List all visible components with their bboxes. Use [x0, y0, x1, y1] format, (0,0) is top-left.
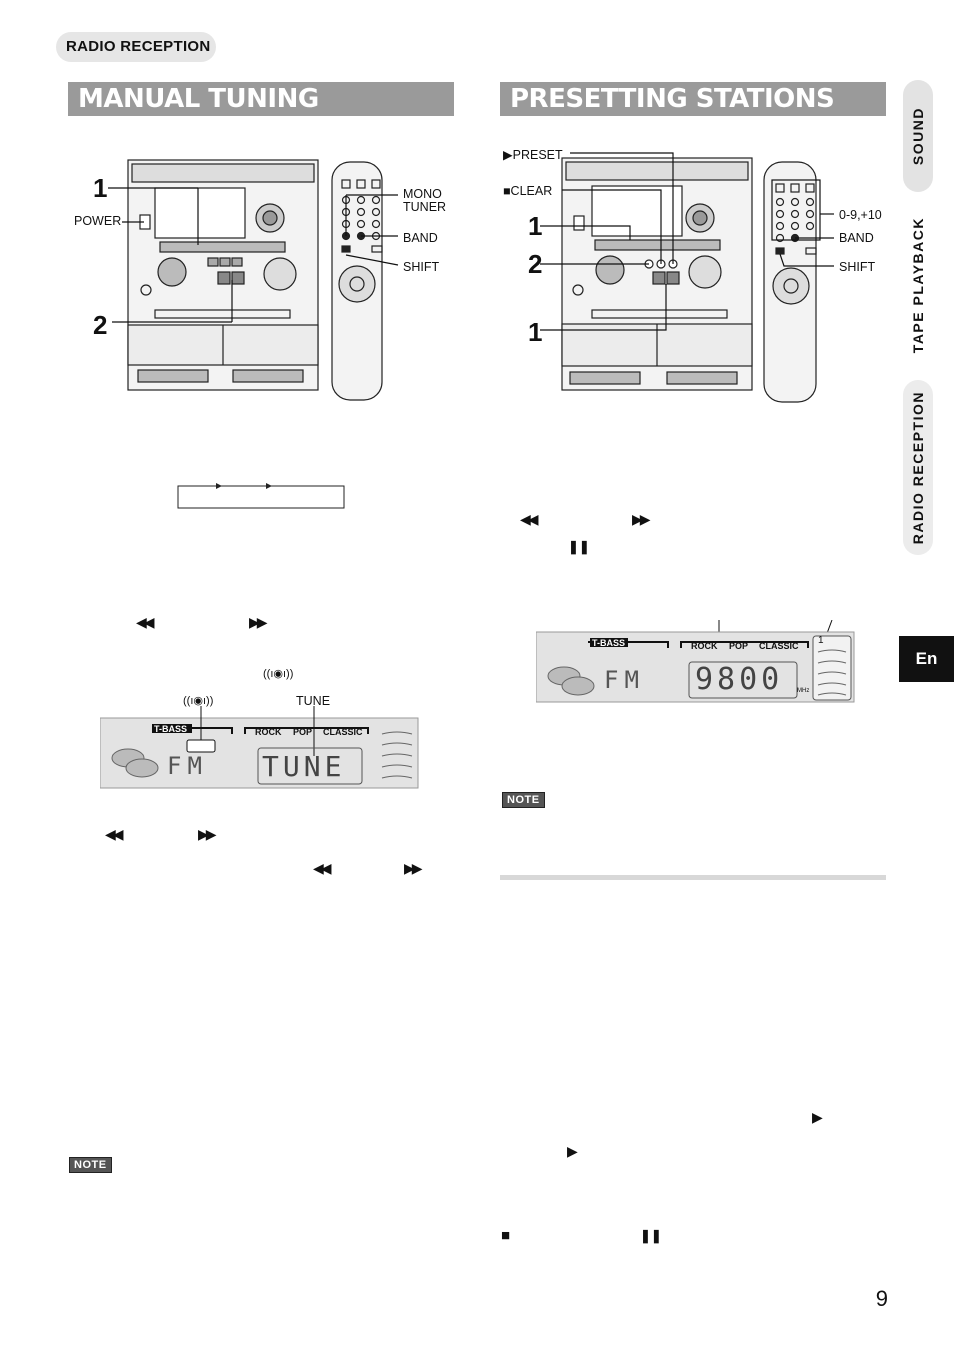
manual-tuning-illustration	[108, 159, 399, 401]
preset-number: 1	[818, 635, 824, 646]
band-readout: FM	[167, 752, 208, 780]
step-1-label: 1	[93, 173, 108, 203]
pop-indicator: POP	[293, 727, 313, 737]
section-divider	[500, 875, 886, 880]
band-readout-right: FM	[604, 666, 645, 694]
stereo-indicator-label-icon: ((ı◉ı))	[183, 695, 214, 707]
note-badge-right: NOTE	[502, 792, 545, 808]
play-icon: ▶	[812, 1109, 823, 1125]
note-badge-left: NOTE	[69, 1157, 112, 1173]
step-2-label-right: 2	[528, 249, 543, 279]
section-tag-background	[56, 32, 216, 62]
stereo-indicator-icon: ((ı◉ı))	[263, 668, 294, 680]
mhz-unit: MHz	[797, 688, 810, 694]
mono-label: MONO	[403, 187, 442, 201]
step-2-label: 2	[93, 310, 108, 340]
side-tab-radio-reception[interactable]: RADIO RECEPTION	[903, 380, 933, 555]
side-tab-sound-label: SOUND	[910, 106, 926, 166]
classic-indicator: CLASSIC	[323, 727, 363, 737]
language-tab[interactable]: En	[899, 636, 954, 682]
numeric-keys-label: 0-9,+10	[839, 208, 882, 222]
band-label: BAND	[403, 231, 438, 245]
frequency-readout: 9800	[695, 662, 784, 697]
manual-tuning-display	[100, 706, 419, 789]
tbass-indicator-right: T-BASS	[592, 638, 626, 648]
tbass-indicator: T-BASS	[154, 724, 188, 734]
stop-icon: ■	[501, 1227, 511, 1244]
tuner-label: TUNER	[403, 200, 447, 214]
presetting-display	[536, 620, 855, 703]
side-tab-radio-bg	[903, 380, 933, 555]
play-icon-2: ▶	[567, 1143, 578, 1159]
shift-label: SHIFT	[403, 260, 440, 274]
shift-label-right: SHIFT	[839, 260, 876, 274]
pause-icon: ❚❚	[568, 539, 590, 554]
pause-icon-2: ❚❚	[640, 1228, 662, 1243]
power-label: POWER	[74, 214, 122, 228]
rewind-icon-3: ◀◀	[313, 860, 331, 876]
rock-indicator-right: ROCK	[691, 641, 718, 651]
band-cycle-diagram	[177, 483, 345, 509]
side-tab-sound-bg	[903, 80, 933, 192]
pop-indicator-right: POP	[729, 641, 749, 651]
band-label-right: BAND	[839, 231, 874, 245]
rock-indicator: ROCK	[255, 727, 282, 737]
side-tab-sound[interactable]: SOUND	[903, 80, 933, 192]
rewind-icon-2: ◀◀	[105, 826, 123, 842]
tune-readout: TUNE	[262, 750, 346, 783]
fast-forward-icon-3: ▶▶	[404, 860, 422, 876]
rewind-icon-right: ◀◀	[520, 511, 538, 527]
side-tab-tape-playback[interactable]: TAPE PLAYBACK	[903, 200, 933, 370]
clear-label: ■CLEAR	[503, 184, 553, 198]
page-number: 9	[875, 1286, 888, 1311]
rewind-icon: ◀◀	[136, 614, 154, 630]
fast-forward-icon-right: ▶▶	[632, 511, 650, 527]
presetting-stations-title: PRESETTING STATIONS	[500, 82, 886, 116]
step-1b-label-right: 1	[528, 317, 543, 347]
preset-label: ▶PRESET	[503, 148, 563, 162]
step-1-label-right: 1	[528, 211, 543, 241]
manual-tuning-title: MANUAL TUNING	[68, 82, 454, 116]
presetting-illustration	[540, 152, 834, 403]
tune-label: TUNE	[296, 694, 331, 708]
section-tag: RADIO RECEPTION	[66, 38, 211, 55]
side-tab-tape-label: TAPE PLAYBACK	[910, 216, 926, 354]
side-tab-radio-label: RADIO RECEPTION	[910, 390, 926, 545]
fast-forward-icon-2: ▶▶	[198, 826, 216, 842]
classic-indicator-right: CLASSIC	[759, 641, 799, 651]
fast-forward-icon: ▶▶	[249, 614, 267, 630]
